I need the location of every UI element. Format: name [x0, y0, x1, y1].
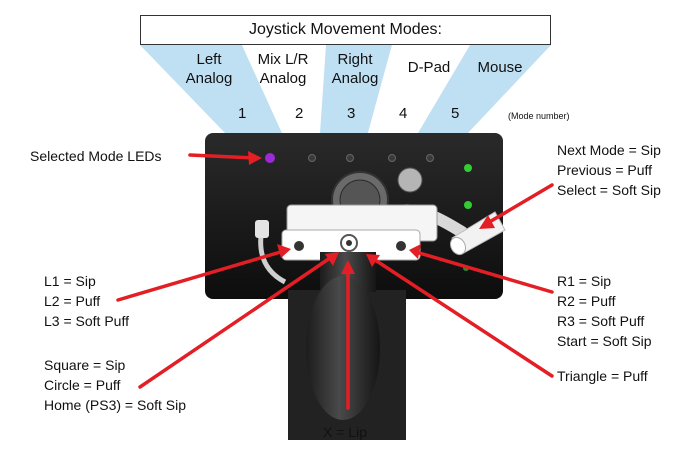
selected-leds-label: Selected Mode LEDs	[30, 148, 162, 164]
arrowhead-triangle	[366, 254, 380, 267]
mode-led-1	[265, 153, 275, 163]
sip-puff-mode-label: Next Mode = Sip Previous = Puff Select =…	[557, 142, 661, 198]
mode-led-4	[388, 154, 396, 162]
left-port-label: L1 = Sip L2 = Puff L3 = Soft Puff	[44, 273, 129, 329]
joystick-handle	[306, 276, 380, 420]
mode-label-4: D-Pad	[407, 59, 451, 76]
mode-number-caption: (Mode number)	[508, 111, 570, 121]
mode-wedge-2	[242, 45, 326, 133]
arrowhead-next-mode	[479, 215, 495, 229]
mode-wedge-5	[418, 45, 551, 133]
arrow-next-mode	[484, 183, 554, 226]
arrowhead-square	[325, 252, 339, 266]
mode-wedge-4	[368, 45, 470, 133]
arrow-selected-leds	[188, 153, 258, 160]
arrowhead-selected-leds	[248, 151, 262, 165]
left-port	[294, 241, 304, 251]
lip-label: X = Lip	[323, 424, 367, 440]
mode-number-2: 2	[295, 105, 304, 122]
arrowhead-l1	[277, 244, 291, 258]
mode-label-5: Mouse	[477, 59, 523, 76]
mode-number-3: 3	[347, 105, 356, 122]
status-led-2	[464, 201, 472, 209]
status-led-1	[464, 164, 472, 172]
modes-title: Joystick Movement Modes:	[140, 15, 551, 45]
mode-led-3	[346, 154, 354, 162]
mode-number-1: 1	[238, 105, 247, 122]
set-screw	[397, 167, 423, 193]
arrow-l1	[116, 249, 286, 302]
mode-label-3: Right Analog	[331, 51, 379, 87]
arrowhead-r1	[409, 244, 421, 259]
arrow-r1	[414, 250, 554, 294]
triangle-label: Triangle = Puff	[557, 368, 648, 384]
mode-label-2: Mix L/R Analog	[257, 51, 309, 87]
mode-wedge-1	[140, 45, 282, 133]
arrowhead-x	[341, 260, 355, 274]
mode-label-1: Left Analog	[185, 51, 233, 87]
arrow-triangle	[370, 256, 554, 378]
mode-number-5: 5	[451, 105, 460, 122]
right-port-label: R1 = Sip R2 = Puff R3 = Soft Puff Start …	[557, 273, 652, 349]
center-port-label: Square = Sip Circle = Puff Home (PS3) = …	[44, 357, 187, 413]
arrow-square	[138, 254, 335, 389]
mode-led-2	[308, 154, 316, 162]
right-port	[396, 241, 406, 251]
mode-number-4: 4	[399, 105, 408, 122]
mode-led-5	[426, 154, 434, 162]
